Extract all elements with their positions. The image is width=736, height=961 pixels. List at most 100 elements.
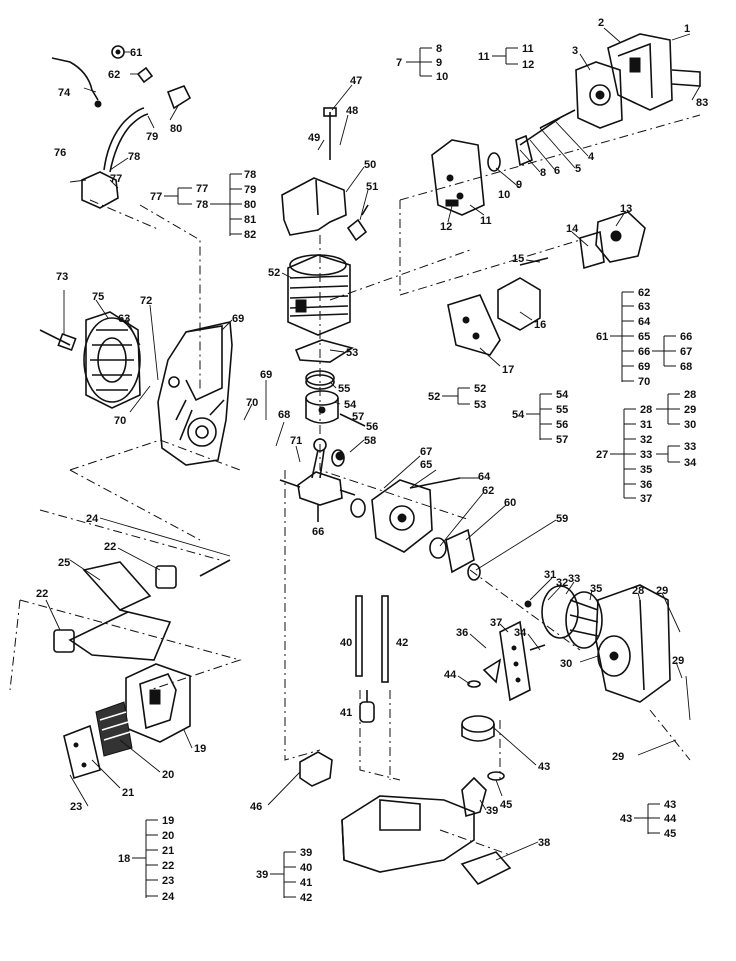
tree-item: 10 <box>436 71 448 83</box>
tree-item: 78 <box>244 169 256 181</box>
tree-item: 39 <box>300 847 312 859</box>
tree-item: 63 <box>638 301 650 313</box>
callout: 3 <box>572 45 578 57</box>
callout: 19 <box>194 743 206 755</box>
tree-item: 30 <box>684 419 696 431</box>
tree-item: 11 <box>522 43 534 55</box>
part-shapes <box>39 33 701 886</box>
carb-plate-shape <box>431 109 576 216</box>
tree-item: 12 <box>522 59 534 71</box>
clutch-housing-shape <box>371 477 461 553</box>
bearing-shape <box>350 498 366 518</box>
callout: 57 <box>352 411 364 423</box>
callout: 41 <box>340 707 352 719</box>
tree-item: 82 <box>244 229 256 241</box>
tree-item: 52 <box>474 383 486 395</box>
tree-item: 35 <box>640 464 652 476</box>
tree-item: 34 <box>684 457 697 469</box>
callout: 45 <box>500 799 512 811</box>
air-filter-cover-shape <box>607 33 701 111</box>
ignition-coil-shape <box>81 107 149 209</box>
callout: 61 <box>130 47 142 59</box>
starter-handle-shape <box>482 620 546 702</box>
o-ring-shape <box>467 680 481 688</box>
tree-54: 54 54 55 56 57 <box>512 389 569 446</box>
callout: 29 <box>656 585 668 597</box>
callout: 69 <box>260 369 272 381</box>
tree-item: 67 <box>680 346 692 358</box>
tree-item: 62 <box>638 287 650 299</box>
callout: 11 <box>480 215 492 227</box>
callout: 4 <box>588 151 595 163</box>
callout: 69 <box>232 313 244 325</box>
callout: 62 <box>108 69 120 81</box>
tree-root: 77 <box>150 191 162 203</box>
callout: 29 <box>612 751 624 763</box>
tree-item: 54 <box>556 389 569 401</box>
muffler-shield-shape <box>68 561 172 661</box>
callout: 40 <box>340 637 352 649</box>
callout: 28 <box>632 585 644 597</box>
tree-item: 23 <box>162 875 174 887</box>
tree-item: 37 <box>640 493 652 505</box>
tree-item: 65 <box>638 331 650 343</box>
filter-base-shape <box>575 61 623 129</box>
callout: 16 <box>534 319 546 331</box>
wire-shape <box>51 57 99 101</box>
tree-item: 8 <box>436 43 442 55</box>
callout-numbers: 1 2 3 4 5 6 8 9 10 11 12 13 14 15 16 17 … <box>36 17 708 849</box>
screw-shape <box>199 559 231 577</box>
bracket-shape <box>155 565 177 589</box>
tree-item: 56 <box>556 419 568 431</box>
tree-item: 53 <box>474 399 486 411</box>
tree-item: 20 <box>162 830 174 842</box>
callout: 46 <box>250 801 262 813</box>
fuel-line-shape <box>355 595 363 677</box>
tree-item: 28 <box>640 404 652 416</box>
callout: 31 <box>544 569 556 581</box>
callout: 44 <box>444 669 457 681</box>
flywheel-shape <box>83 311 141 409</box>
muffler-cover-shape <box>63 724 101 780</box>
fuel-tank-shape <box>341 776 487 873</box>
callout: 53 <box>346 347 358 359</box>
tree-item: 64 <box>638 316 651 328</box>
spark-plug-shape <box>346 204 369 242</box>
callout: 50 <box>364 159 376 171</box>
callout: 23 <box>70 801 82 813</box>
tree-item: 41 <box>300 877 312 889</box>
crankshaft-shape <box>279 438 356 522</box>
tree-root: 54 <box>512 409 525 421</box>
tree-item: 22 <box>162 860 174 872</box>
tree-item: 9 <box>436 57 442 69</box>
callout: 14 <box>566 223 579 235</box>
tree-item: 29 <box>684 404 696 416</box>
tree-root: 27 <box>596 449 608 461</box>
piston-ring-shape <box>305 374 335 390</box>
mount-bracket-shape <box>299 751 333 787</box>
callout: 83 <box>696 97 708 109</box>
parts-trees: 7 8 9 10 11 11 12 77 77 78 78 79 80 81 8… <box>118 43 697 904</box>
fuel-line-shape <box>381 595 389 683</box>
spark-boot-shape <box>166 84 192 110</box>
callout: 10 <box>498 189 510 201</box>
callout: 21 <box>122 787 134 799</box>
crankcase-shape <box>157 321 233 466</box>
tree-11: 11 11 12 <box>478 43 534 71</box>
callout: 34 <box>514 627 527 639</box>
piston-shape <box>305 390 366 427</box>
tank-strap-shape <box>460 851 512 886</box>
tree-root: 7 <box>396 57 402 69</box>
callout: 33 <box>568 573 580 585</box>
tree-item: 44 <box>664 813 677 825</box>
cylinder-shape <box>287 254 351 336</box>
tree-item: 57 <box>556 434 568 446</box>
cylinder-shroud-shape <box>281 177 347 236</box>
callout: 70 <box>246 397 258 409</box>
tree-item: 66 <box>680 331 692 343</box>
tree-root: 39 <box>256 869 268 881</box>
tree-52: 52 52 53 <box>428 383 486 411</box>
tree-item: 45 <box>664 828 676 840</box>
